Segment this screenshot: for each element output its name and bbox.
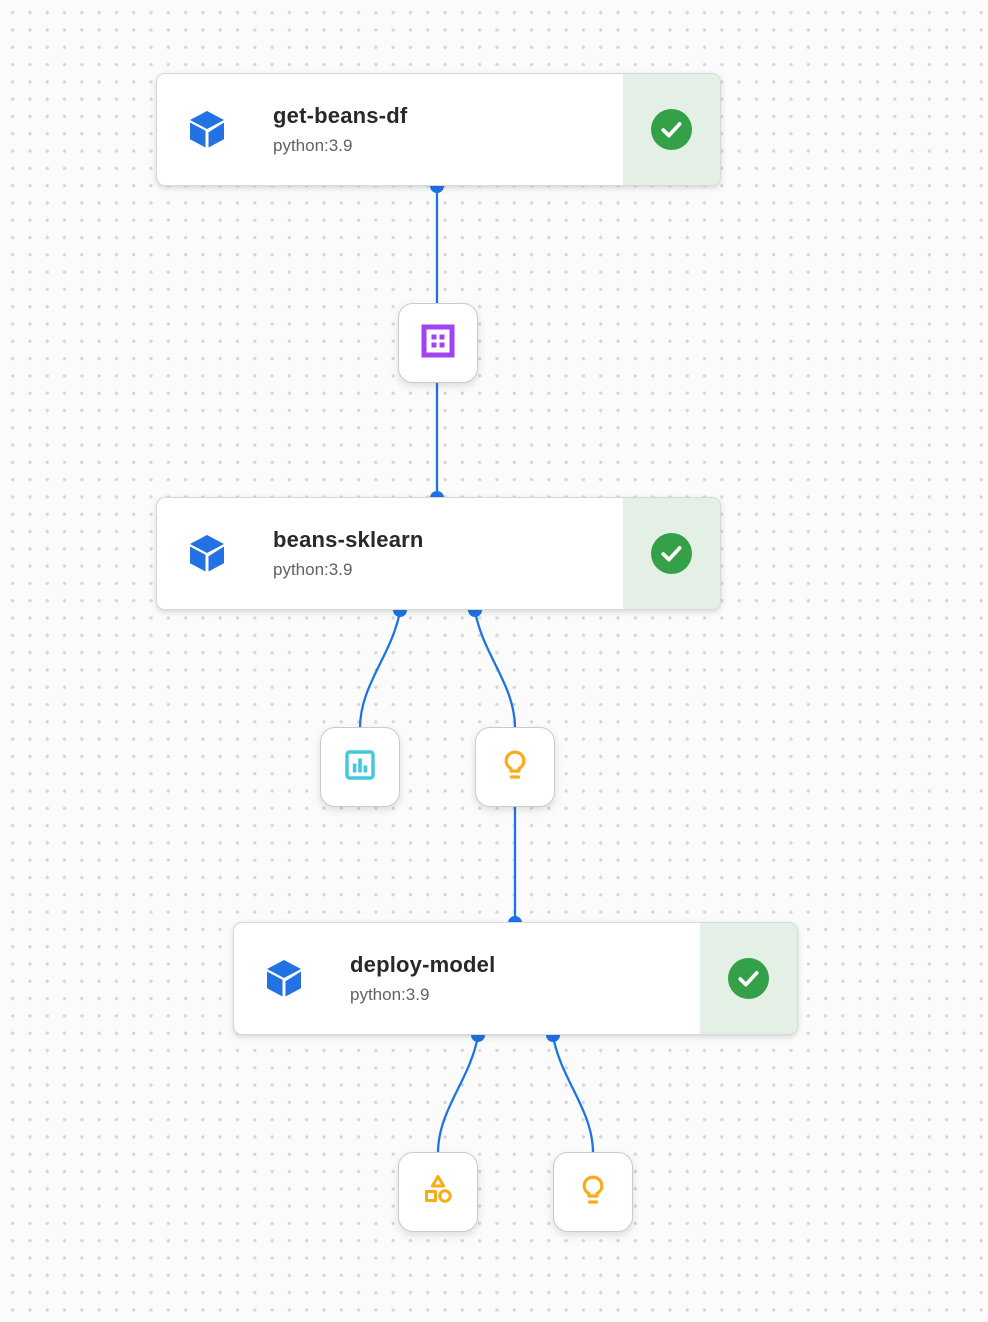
metrics-icon [340,745,380,790]
artifact-node-artifact[interactable] [398,1152,478,1232]
artifact-node-model[interactable] [475,727,555,807]
check-circle-icon [651,533,692,574]
node-title: get-beans-df [273,103,408,128]
check-circle-icon [728,958,769,999]
edge [436,1035,480,1154]
status-panel [700,923,797,1034]
node-subtitle: python:3.9 [350,985,430,1004]
node-text: get-beans-df python:3.9 [273,103,407,156]
artifact-node-metrics[interactable] [320,727,400,807]
node-subtitle: python:3.9 [273,560,353,579]
component-cube-icon [183,530,231,578]
status-panel [623,498,720,609]
node-text: beans-sklearn python:3.9 [273,527,424,580]
edge [473,610,517,729]
node-title: beans-sklearn [273,527,424,552]
dataset-icon [418,321,458,366]
pipeline-node-beans-sklearn[interactable]: beans-sklearn python:3.9 [156,497,721,610]
component-cube-icon [260,955,308,1003]
model-icon [495,745,535,790]
node-title: deploy-model [350,952,496,977]
artifact-node-model[interactable] [553,1152,633,1232]
node-text: deploy-model python:3.9 [350,952,495,1005]
artifact-icon [418,1170,458,1215]
artifact-node-dataset[interactable] [398,303,478,383]
edge [551,1035,595,1154]
node-subtitle: python:3.9 [273,136,353,155]
component-cube-icon [183,106,231,154]
pipeline-node-get-beans-df[interactable]: get-beans-df python:3.9 [156,73,721,186]
pipeline-node-deploy-model[interactable]: deploy-model python:3.9 [233,922,798,1035]
edge [358,610,402,729]
status-panel [623,74,720,185]
model-icon [573,1170,613,1215]
check-circle-icon [651,109,692,150]
